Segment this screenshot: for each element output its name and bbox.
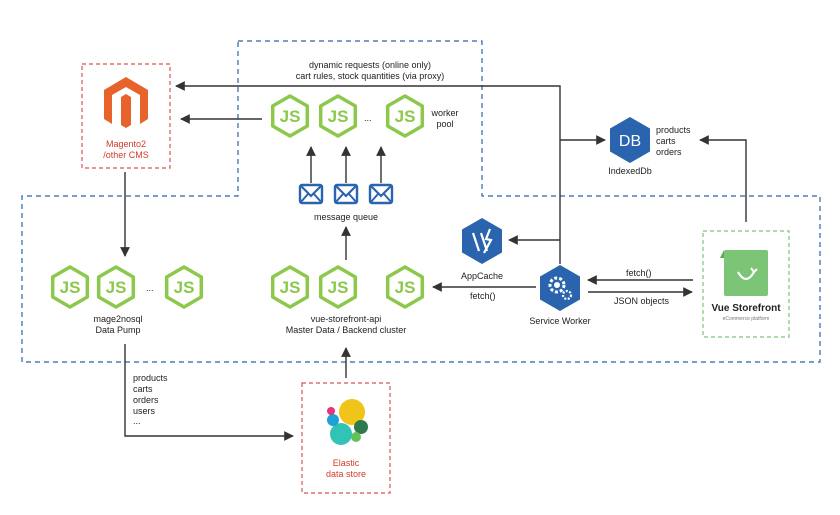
indexeddb-icon: DB: [610, 117, 650, 163]
vue-storefront-subtitle: eCommerce platform: [722, 316, 770, 322]
worker-node-3: [385, 94, 425, 138]
magento-label-line2: /other CMS: [103, 150, 149, 160]
elastic-label-line2: data store: [325, 469, 367, 479]
pump-item-users: users: [133, 406, 156, 416]
api-node-3: [385, 265, 425, 309]
vue-storefront-box: [702, 230, 790, 338]
api-node-2: [318, 265, 358, 309]
indexeddb-item-carts: carts: [656, 136, 676, 146]
pump-item-products: products: [133, 373, 168, 383]
message-envelope-2: [333, 183, 359, 205]
pump-node-2: [96, 265, 136, 309]
appcache-label: AppCache: [460, 271, 504, 281]
pump-node-1: [50, 265, 90, 309]
proxy-note-line1: dynamic requests (online only): [308, 60, 432, 70]
elastic-logo-icon: [327, 399, 368, 445]
magento-box: [81, 63, 171, 169]
pump-item-carts: carts: [133, 384, 153, 394]
service-worker-label: Service Worker: [529, 316, 591, 326]
pump-item-more: ...: [133, 416, 141, 426]
browser-boundary: [21, 40, 821, 363]
proxy-note-line2: cart rules, stock quantities (via proxy): [295, 71, 445, 81]
indexeddb-label: IndexedDb: [608, 166, 652, 176]
message-envelope-1: [298, 183, 324, 205]
json-objects-label: JSON objects: [614, 296, 670, 306]
pump-ellipsis: ...: [146, 283, 154, 293]
indexeddb-item-products: products: [656, 125, 691, 135]
appcache-icon: [462, 218, 502, 264]
elastic-box: [301, 382, 391, 494]
magento-logo-icon: [104, 77, 148, 128]
worker-pool-line1: worker: [431, 108, 459, 118]
api-cluster-line1: vue-storefront-api: [310, 314, 382, 324]
worker-pool-line2: pool: [436, 119, 454, 129]
fetch-label-vsf: fetch(): [626, 268, 652, 278]
worker-ellipsis: ...: [364, 113, 372, 123]
worker-node-2: [318, 94, 358, 138]
svg-text:DB: DB: [619, 133, 641, 150]
fetch-label-api: fetch(): [470, 291, 496, 301]
api-node-1: [270, 265, 310, 309]
worker-node-1: [270, 94, 310, 138]
shopping-bag-icon: [720, 250, 768, 296]
magento-label-line1: Magento2: [105, 139, 147, 149]
indexeddb-item-orders: orders: [656, 147, 682, 157]
api-cluster-line2: Master Data / Backend cluster: [285, 325, 407, 335]
pump-node-3: [164, 265, 204, 309]
data-pump-line1: mage2nosql: [93, 314, 143, 324]
pump-item-orders: orders: [133, 395, 159, 405]
message-envelope-3: [368, 183, 394, 205]
data-pump-line2: Data Pump: [95, 325, 141, 335]
vue-storefront-title: Vue Storefront: [711, 303, 781, 314]
service-worker-icon: [540, 265, 580, 311]
elastic-label-line1: Elastic: [332, 458, 360, 468]
message-queue-label: message queue: [313, 212, 379, 222]
